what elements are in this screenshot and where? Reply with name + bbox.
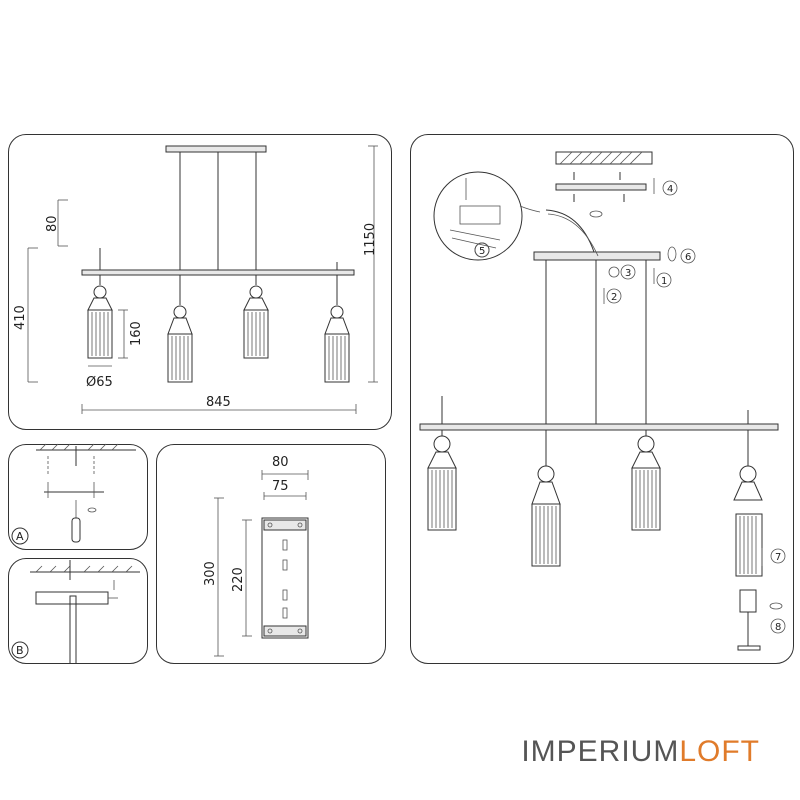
canopy-plate-drawing [214, 470, 309, 657]
dim-845-label: 845 [206, 395, 231, 410]
step-b-drawing [30, 560, 140, 664]
step-1-label: 1 [661, 276, 667, 287]
step-6-label: 6 [685, 252, 691, 263]
fixture-dimension-drawing [27, 145, 378, 414]
canopy-dim-300-label: 300 [203, 561, 218, 586]
step-7-label: 7 [775, 552, 781, 563]
dim-160-label: 160 [129, 321, 144, 346]
step-b-panel [8, 558, 148, 664]
assembly-panel [410, 134, 794, 664]
dim-80-label: 80 [45, 215, 60, 232]
step-2-label: 2 [611, 292, 617, 303]
dimensions-panel [8, 134, 392, 430]
step-3-label: 3 [625, 268, 631, 279]
dim-1150-label: 1150 [363, 223, 378, 256]
brand-logo: IMPERIUMLOFT [521, 735, 760, 769]
step-a-panel [8, 444, 148, 550]
canopy-dim-80-label: 80 [272, 455, 289, 470]
brand-part2: LOFT [679, 735, 760, 768]
step-a-drawing [36, 443, 136, 543]
step-a-label: A [16, 530, 24, 543]
step-4-label: 4 [667, 184, 673, 195]
step-5-label: 5 [479, 246, 485, 257]
step-8-label: 8 [775, 622, 781, 633]
dim-410-label: 410 [13, 305, 28, 330]
step-b-label: B [16, 644, 24, 657]
canopy-dim-220-label: 220 [231, 567, 246, 592]
assembly-drawing [419, 151, 783, 651]
step-markers: 1 2 3 4 5 6 7 8 [474, 180, 786, 634]
brand-part1: IMPERIUM [521, 735, 680, 768]
dim-65-label: Ø65 [86, 375, 113, 390]
canopy-dim-75-label: 75 [272, 479, 289, 494]
